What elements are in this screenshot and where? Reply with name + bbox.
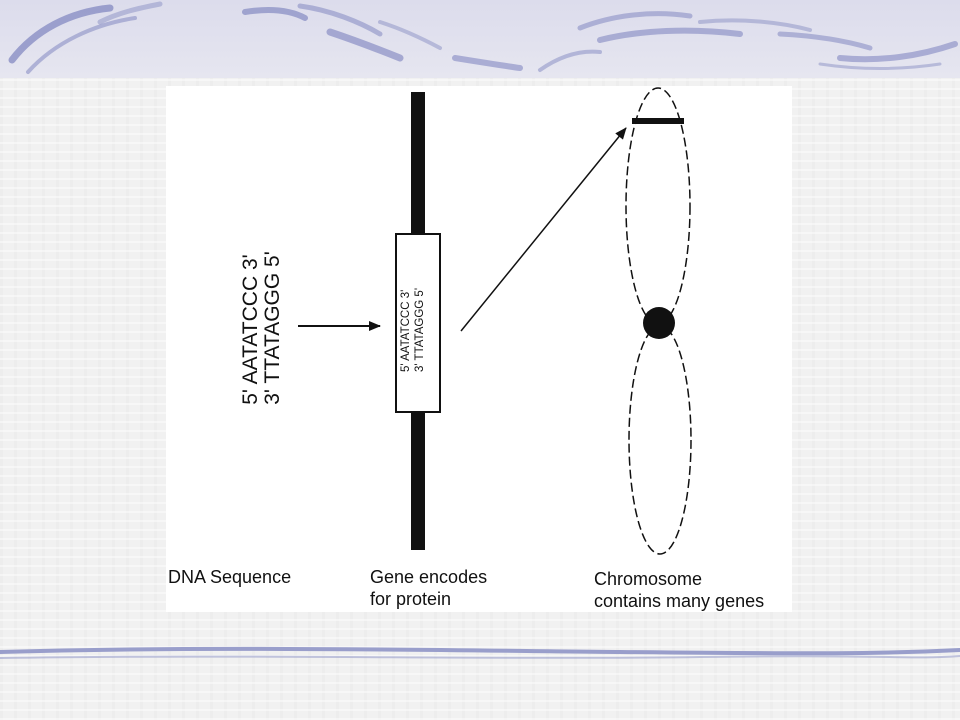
- wave-stroke: [837, 41, 958, 63]
- gene-locus-band: [632, 118, 684, 124]
- dna-strand-upper: [411, 92, 425, 234]
- chromosome-lower-arm: [628, 325, 692, 555]
- gene-box: [395, 233, 441, 413]
- gene-sequence-text: 5' AATATCCC 3' 3' TTATAGGG 5': [399, 288, 427, 372]
- chromosome-caption-line2: contains many genes: [594, 591, 765, 611]
- wave-stroke: [698, 18, 812, 32]
- gene-strand-top: 5' AATATCCC 3': [400, 289, 412, 373]
- wave-stroke: [777, 31, 873, 51]
- strand-bottom: 3' TTATAGGG 5': [261, 251, 284, 405]
- dna-sequence-text: 5' AATATCCC 3' 3' TTATAGGG 5': [239, 251, 284, 405]
- wave-stroke: [538, 49, 602, 72]
- gene-caption-line1: Gene encodes: [370, 567, 488, 587]
- arrow-gene-to-chromosome: [460, 127, 627, 332]
- dna-strand-lower: [411, 412, 425, 550]
- wave-stroke: [97, 1, 163, 25]
- wave-stroke: [818, 62, 942, 70]
- wave-stroke: [0, 646, 960, 656]
- centromere: [643, 307, 675, 339]
- wave-stroke: [297, 3, 383, 37]
- diagram-panel: [166, 86, 792, 612]
- wave-stroke: [26, 16, 137, 74]
- chromosome-caption-line1: Chromosome: [594, 569, 703, 589]
- gene-strand-bottom: 3' TTATAGGG 5': [414, 287, 426, 373]
- wave-stroke: [0, 655, 960, 659]
- chromosome-caption: Chromosome contains many genes: [594, 568, 764, 612]
- wave-stroke: [577, 11, 693, 31]
- chromosome-upper-arm: [625, 87, 691, 325]
- gene-caption-line2: for protein: [370, 589, 452, 609]
- strand-top: 5' AATATCCC 3': [239, 254, 262, 405]
- wave-stroke: [452, 55, 523, 71]
- wave-stroke: [326, 28, 404, 62]
- wave-stroke: [597, 27, 743, 43]
- wave-stroke: [242, 7, 308, 21]
- dna-sequence-caption: DNA Sequence: [168, 567, 292, 587]
- wave-stroke: [8, 4, 114, 64]
- gene-caption: Gene encodes for protein: [370, 566, 487, 610]
- wave-stroke: [378, 20, 442, 50]
